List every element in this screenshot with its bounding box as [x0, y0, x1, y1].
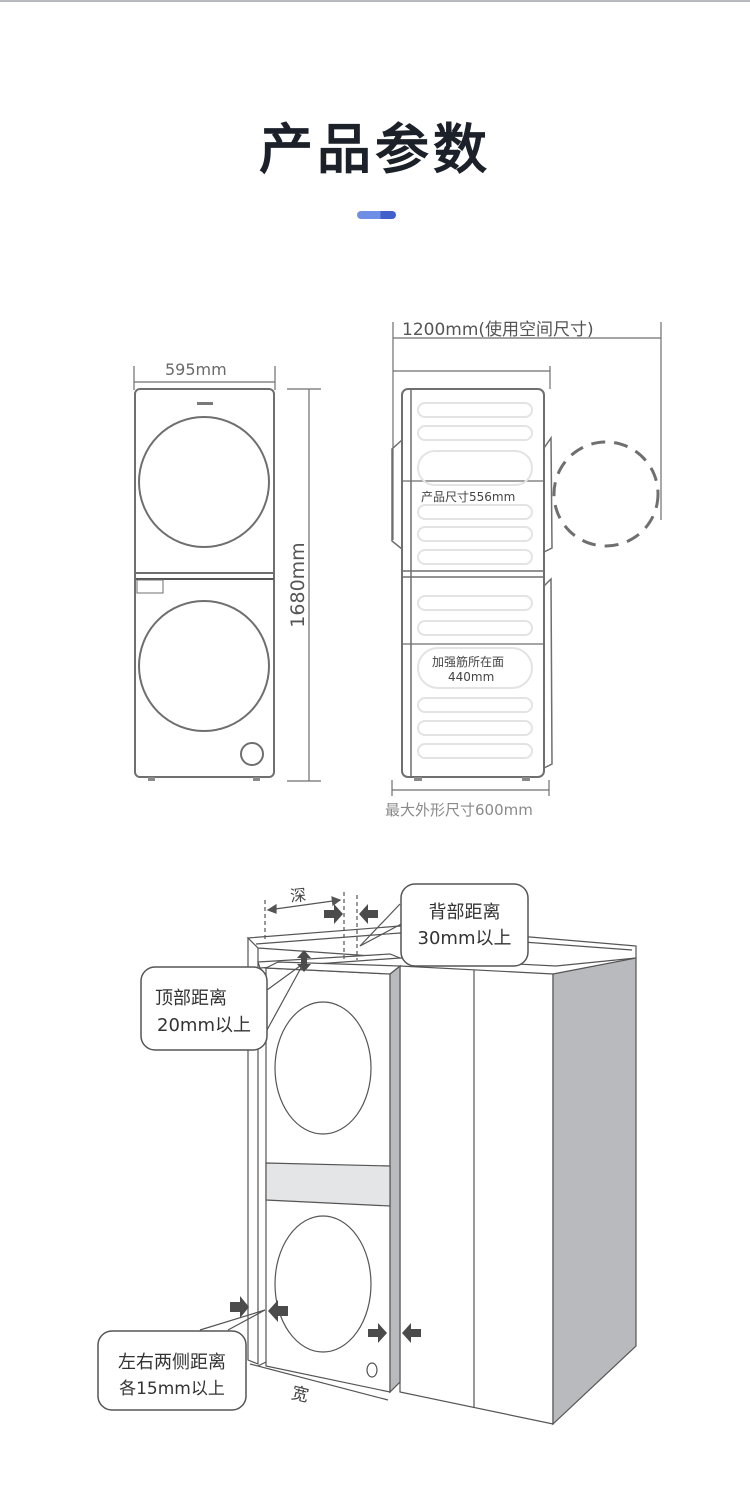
panel-box — [136, 579, 164, 594]
usage-space-label: 1200mm(使用空间尺寸) — [402, 320, 594, 340]
right-cabinet — [399, 965, 554, 1425]
side-callout-bubble — [97, 1330, 247, 1411]
side-view — [391, 322, 662, 796]
top-callout-line1: 顶部距离 — [155, 988, 227, 1009]
washer-tower-side — [389, 964, 401, 1394]
front-body — [134, 388, 275, 778]
usage-space-dimension — [392, 322, 662, 540]
front-height-label: 1680mm — [287, 542, 309, 628]
side-callout-line1: 左右两侧距离 — [118, 1352, 226, 1373]
product-size-label: 产品尺寸556mm — [421, 490, 516, 504]
door-swing-arc — [552, 440, 660, 548]
back-callout-line2: 30mm以上 — [417, 928, 512, 949]
clearance-arrows — [230, 904, 421, 1343]
lower-door — [138, 600, 270, 732]
reinforce-label-line2: 440mm — [448, 670, 495, 684]
back-callout-bubble — [400, 883, 529, 967]
lower-knob — [240, 742, 264, 766]
lower-washer-door — [274, 1215, 372, 1353]
reinforce-label-line1: 加强筋所在面 — [432, 655, 505, 669]
front-view — [133, 366, 321, 782]
upper-washer-door — [274, 1001, 372, 1135]
back-callout-line1: 背部距离 — [428, 902, 501, 923]
top-callout-bubble — [140, 966, 268, 1051]
title-accent-bar — [357, 211, 396, 219]
page-title: 产品参数 — [259, 118, 491, 181]
height-dimension — [287, 388, 321, 782]
top-callout-line2: 20mm以上 — [157, 1015, 251, 1036]
upper-door — [138, 416, 270, 548]
width-dimension — [133, 366, 276, 390]
side-callout-line2: 各15mm以上 — [119, 1379, 225, 1399]
installation-diagram — [199, 892, 637, 1426]
reinforcement-ribs — [417, 402, 533, 759]
side-body — [401, 388, 545, 778]
max-size-dimension — [391, 780, 550, 796]
upper-logo-slot — [197, 402, 213, 405]
max-size-label: 最大外形尺寸600mm — [385, 801, 533, 819]
top-border — [0, 0, 750, 2]
front-width-label: 595mm — [165, 360, 227, 379]
right-cabinet-side — [552, 957, 637, 1426]
depth-label: 深 — [289, 885, 308, 906]
